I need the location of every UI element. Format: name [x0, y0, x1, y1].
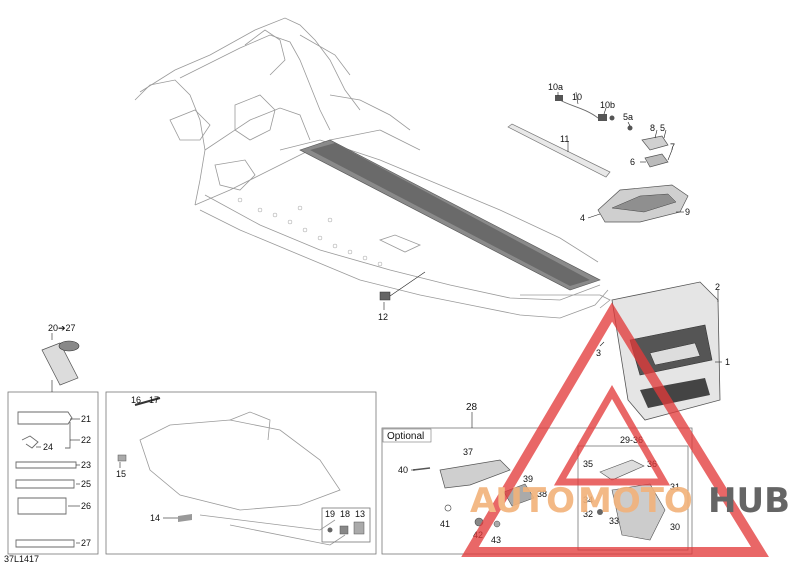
sled-parts-subbox [321, 507, 371, 543]
watermark-word-moto: MOTO [578, 481, 693, 521]
optional-label-frame [382, 428, 432, 443]
callout-34: 34 [583, 495, 593, 505]
callout-17: 17 [149, 395, 159, 405]
callout-32: 32 [583, 509, 593, 519]
callout-11: 11 [560, 134, 569, 144]
tools-box [7, 391, 99, 555]
callout-10: 10 [572, 92, 582, 102]
callout-10a: 10a [548, 82, 563, 92]
callout-22: 22 [81, 435, 91, 445]
tool-bag-illustration [41, 340, 80, 386]
callout-33: 33 [609, 516, 619, 526]
callout-19: 19 [325, 509, 335, 519]
part-12-clip [379, 291, 391, 301]
callout-18: 18 [340, 509, 350, 519]
group-label-tools-range: 20➔27 [48, 323, 76, 333]
option-label: Optional [387, 431, 424, 442]
sled-box [105, 391, 377, 555]
group-label-bag: 28 [466, 402, 478, 413]
callout-39: 39 [523, 474, 533, 484]
callout-41: 41 [440, 519, 450, 529]
callout-15: 15 [116, 469, 126, 479]
callout-10b: 10b [600, 100, 615, 110]
optional-parts-illustrations [412, 459, 666, 541]
part-5a-8-6-cluster [627, 125, 669, 168]
callout-5a: 5a [623, 112, 633, 122]
callout-35: 35 [583, 459, 593, 469]
watermark-word-hub: HUB [708, 481, 790, 521]
chassis-frame-illustration [134, 17, 611, 319]
leader-lines [36, 91, 722, 544]
callout-23: 23 [81, 460, 91, 470]
callout-27: 27 [81, 538, 91, 548]
callout-43: 43 [491, 535, 501, 545]
image-code: 37L1417 [4, 554, 39, 564]
watermark: AUTO MOTO HUB [461, 302, 790, 557]
watermark-word-auto: AUTO [470, 481, 575, 521]
callout-3: 3 [596, 348, 601, 358]
callout-2: 2 [715, 282, 720, 292]
callout-9: 9 [685, 207, 690, 217]
part-4-taillight-bracket [597, 184, 689, 223]
callout-31: 31 [670, 482, 680, 492]
small-parts-13-19 [327, 521, 365, 535]
group-label-kit-range: 29-36 [620, 435, 643, 445]
callout-14: 14 [150, 513, 160, 523]
callout-5: 5 [660, 123, 665, 133]
part-10-harness [555, 95, 615, 121]
callout-40: 40 [398, 465, 408, 475]
callout-16: 16 [131, 395, 141, 405]
tools-illustrations [15, 411, 77, 548]
callout-7: 7 [670, 142, 675, 152]
callout-38: 38 [537, 489, 547, 499]
callout-21: 21 [81, 414, 91, 424]
callout-26: 26 [81, 501, 91, 511]
part-11-strip [507, 123, 611, 178]
callout-labels: 10a 10 10b 11 5a 8 5 6 7 4 9 2 1 3 12 20… [4, 82, 730, 564]
watermark-triangle-icon [461, 302, 769, 557]
callout-30: 30 [670, 522, 680, 532]
callout-24: 24 [43, 442, 53, 452]
callout-8: 8 [650, 123, 655, 133]
callout-1: 1 [725, 357, 730, 367]
sled-illustration [117, 397, 346, 546]
callout-6: 6 [630, 157, 635, 167]
callout-4: 4 [580, 213, 585, 223]
callout-12: 12 [378, 312, 388, 322]
callout-13: 13 [355, 509, 365, 519]
callout-25: 25 [81, 479, 91, 489]
callout-37: 37 [463, 447, 473, 457]
part-1-snowflap [611, 281, 721, 421]
